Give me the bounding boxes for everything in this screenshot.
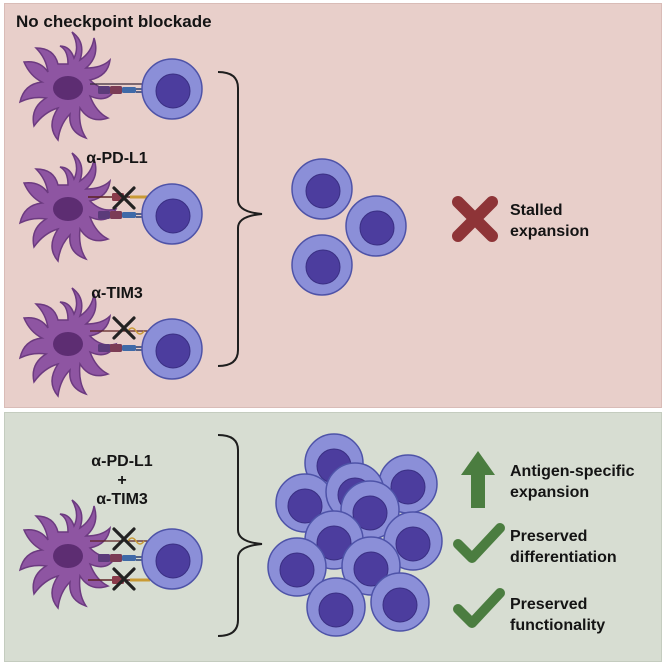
functionality-line1: Preserved <box>510 596 588 613</box>
t-cell-4 <box>141 528 203 590</box>
no-blockade-title: No checkpoint blockade <box>16 12 212 31</box>
expanded-t-cell-b <box>345 195 407 257</box>
combo-label-plus: + <box>117 472 127 489</box>
combo-label-pdl1: α-PD-L1 <box>91 453 153 470</box>
synapse-receptors-4 <box>97 553 149 563</box>
condition-label-tim3: α-TIM3 <box>91 285 143 302</box>
synapse-receptors-3 <box>97 343 149 353</box>
grouping-bracket-top <box>217 71 263 367</box>
dendritic-cell-2 <box>19 152 117 262</box>
synapse-receptors-1 <box>90 83 149 95</box>
expanded-t-cell-cluster <box>267 433 443 637</box>
differentiation-line1: Preserved <box>510 528 588 545</box>
antigen-line2: expansion <box>510 484 590 501</box>
dendritic-cell-1 <box>19 31 117 141</box>
stalled-line1: Stalled <box>510 202 563 219</box>
preserved-functionality-label: Preserved functionality <box>510 594 605 636</box>
condition-label-pdl1: α-PD-L1 <box>86 150 148 167</box>
expanded-t-cell-a <box>291 158 353 220</box>
differentiation-line2: differentiation <box>510 549 617 566</box>
t-cell-3 <box>141 318 203 380</box>
grouping-bracket-bottom <box>217 434 263 637</box>
dendritic-cell-3 <box>19 287 117 397</box>
combo-label-tim3: α-TIM3 <box>96 491 148 508</box>
t-cell-2 <box>141 183 203 245</box>
functionality-line2: functionality <box>510 617 606 634</box>
green-check-icon-2 <box>458 593 500 623</box>
green-check-icon <box>458 528 500 558</box>
preserved-differentiation-label: Preserved differentiation <box>510 526 617 568</box>
t-cell-1 <box>141 58 203 120</box>
synapse-receptors-2 <box>97 210 149 220</box>
antigen-expansion-label: Antigen-specific expansion <box>510 461 634 503</box>
stalled-expansion-label: Stalled expansion <box>510 200 589 242</box>
red-x-icon <box>452 196 498 242</box>
expanded-t-cell-c <box>291 234 353 296</box>
dendritic-cell-4 <box>19 499 117 609</box>
green-up-arrow-icon <box>461 451 495 508</box>
antigen-line1: Antigen-specific <box>510 463 635 480</box>
stalled-line2: expansion <box>510 223 590 240</box>
